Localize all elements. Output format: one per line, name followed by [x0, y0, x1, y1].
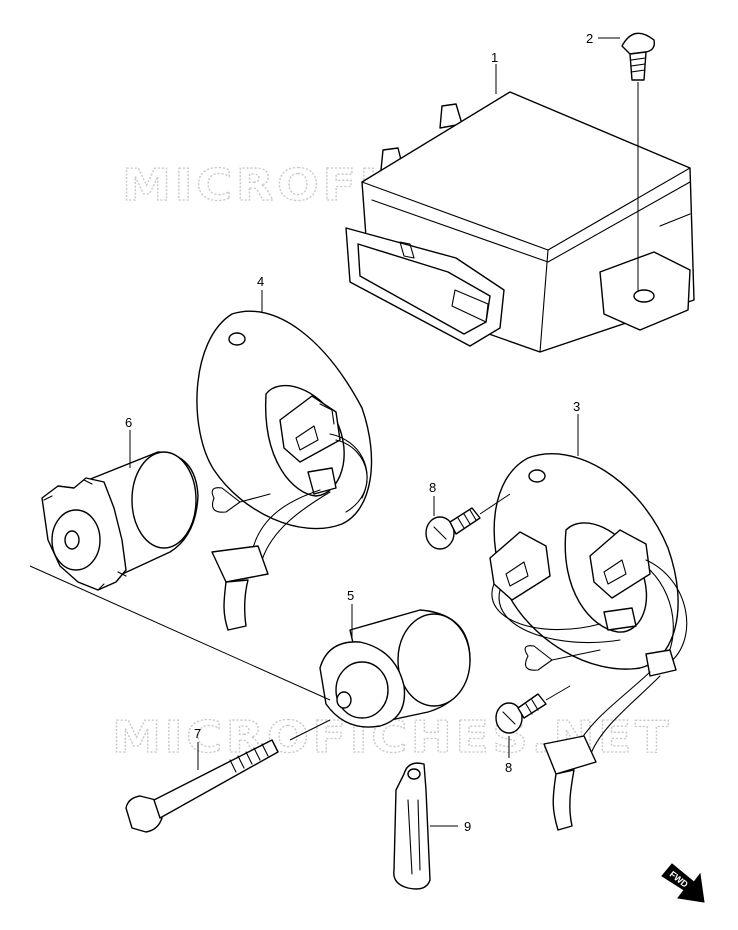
- part-7-bolt[interactable]: [125, 739, 279, 833]
- part-8-screw-lower[interactable]: [495, 685, 571, 734]
- callout-9: 9: [464, 819, 471, 834]
- fwd-arrow-icon: FWD: [661, 863, 705, 903]
- callout-4: 4: [257, 274, 264, 289]
- part-5-pickup-coil[interactable]: [319, 609, 471, 728]
- part-2-screw[interactable]: [621, 32, 656, 81]
- callout-3: 3: [573, 399, 580, 414]
- callout-8-upper: 8: [429, 480, 436, 495]
- leader-lines: [129, 37, 639, 827]
- callout-5: 5: [347, 588, 354, 603]
- part-8-screw-upper[interactable]: [425, 493, 511, 550]
- callout-8-lower: 8: [505, 760, 512, 775]
- part-6-pickup-coil[interactable]: [41, 451, 199, 591]
- callout-1: 1: [491, 50, 498, 65]
- callout-7: 7: [194, 726, 201, 741]
- assembly-line: [29, 565, 331, 741]
- part-1-control-unit[interactable]: [345, 91, 695, 353]
- part-4-sensor-plate[interactable]: [196, 310, 373, 631]
- callout-6: 6: [125, 415, 132, 430]
- callout-2: 2: [586, 31, 593, 46]
- part-3-sensor-plate[interactable]: [489, 453, 688, 831]
- part-9-clamp[interactable]: [393, 762, 431, 890]
